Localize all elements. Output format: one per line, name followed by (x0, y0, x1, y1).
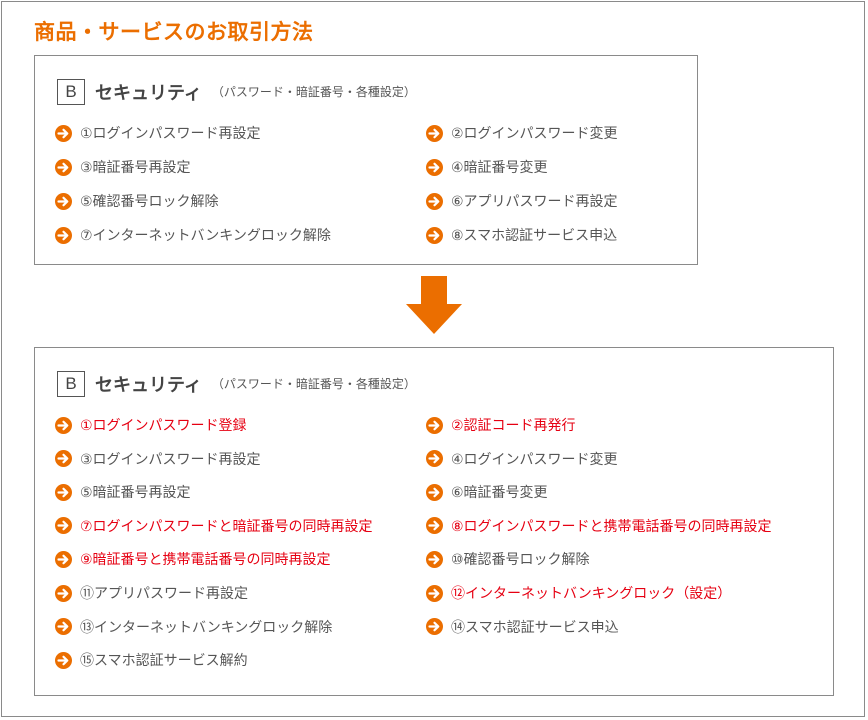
section-heading: セキュリティ (95, 374, 202, 396)
menu-item-label: ⑧ログインパスワードと携帯電話番号の同時再設定 (451, 518, 772, 535)
arrow-right-circle-icon (426, 618, 443, 636)
arrow-right-circle-icon (55, 584, 72, 602)
arrow-right-circle-icon (55, 416, 72, 434)
menu-item-label: ②ログインパスワード変更 (451, 126, 618, 142)
menu-item-link[interactable]: ⑦ログインパスワードと暗証番号の同時再設定 (55, 515, 373, 537)
section-heading: セキュリティ (95, 82, 202, 104)
menu-item-label: ⑦インターネットバンキングロック解除 (80, 228, 331, 244)
menu-item-link[interactable]: ①ログインパスワード再設定 (55, 122, 261, 144)
menu-item-label: ⑬インターネットバンキングロック解除 (80, 619, 333, 636)
arrow-right-circle-icon (55, 618, 72, 636)
arrow-right-circle-icon (55, 158, 72, 176)
menu-item-label: ⑭スマホ認証サービス申込 (451, 619, 619, 636)
menu-item-link[interactable]: ⑤暗証番号再設定 (55, 481, 191, 503)
menu-item-label: ①ログインパスワード登録 (80, 418, 247, 434)
arrow-right-circle-icon (55, 124, 72, 142)
menu-item-label: ⑤暗証番号再設定 (80, 485, 191, 502)
arrow-right-circle-icon (55, 517, 72, 535)
arrow-right-circle-icon (426, 124, 443, 142)
menu-item-link[interactable]: ⑥暗証番号変更 (426, 481, 548, 503)
menu-item-label: ⑥暗証番号変更 (451, 485, 548, 502)
menu-item-link[interactable]: ①ログインパスワード登録 (55, 414, 247, 436)
menu-item-label: ③ログインパスワード再設定 (80, 451, 261, 468)
arrow-right-circle-icon (55, 192, 72, 210)
menu-item-link[interactable]: ⑥アプリパスワード再設定 (426, 190, 618, 212)
security-panel-before: B セキュリティ （パスワード・暗証番号・各種設定） ①ログインパスワード再設定… (34, 55, 698, 265)
arrow-down-icon (406, 276, 462, 334)
menu-item-label: ④暗証番号変更 (451, 160, 548, 176)
menu-item-link[interactable]: ⑧ログインパスワードと携帯電話番号の同時再設定 (426, 515, 772, 537)
arrow-right-circle-icon (55, 450, 72, 468)
arrow-right-circle-icon (426, 483, 443, 501)
arrow-right-circle-icon (426, 517, 443, 535)
menu-item-link[interactable]: ⑫インターネットバンキングロック（設定） (426, 582, 731, 604)
menu-item-link[interactable]: ⑧スマホ認証サービス申込 (426, 224, 617, 246)
menu-item-label: ⑪アプリパスワード再設定 (80, 586, 248, 602)
menu-item-label: ⑥アプリパスワード再設定 (451, 194, 618, 210)
menu-item-link[interactable]: ②認証コード再発行 (426, 414, 576, 436)
menu-item-link[interactable]: ⑪アプリパスワード再設定 (55, 582, 248, 604)
menu-item-link[interactable]: ⑩確認番号ロック解除 (426, 548, 590, 570)
arrow-right-circle-icon (55, 483, 72, 501)
security-panel-after: B セキュリティ （パスワード・暗証番号・各種設定） ①ログインパスワード登録 ②… (34, 347, 834, 696)
panel-header: B セキュリティ （パスワード・暗証番号・各種設定） (57, 370, 416, 397)
arrow-right-circle-icon (426, 192, 443, 210)
arrow-right-circle-icon (55, 226, 72, 244)
arrow-right-circle-icon (426, 550, 443, 568)
menu-item-label: ⑮スマホ認証サービス解約 (80, 653, 248, 670)
menu-item-label: ②認証コード再発行 (451, 418, 576, 434)
menu-item-link[interactable]: ②ログインパスワード変更 (426, 122, 618, 144)
menu-item-label: ⑧スマホ認証サービス申込 (451, 228, 618, 244)
menu-item-link[interactable]: ⑮スマホ認証サービス解約 (55, 649, 248, 671)
panel-header: B セキュリティ （パスワード・暗証番号・各種設定） (57, 78, 416, 105)
menu-item-label: ⑦ログインパスワードと暗証番号の同時再設定 (80, 518, 373, 535)
menu-item-link[interactable]: ③暗証番号再設定 (55, 156, 191, 178)
menu-item-link[interactable]: ⑨暗証番号と携帯電話番号の同時再設定 (55, 548, 331, 570)
menu-item-link[interactable]: ④暗証番号変更 (426, 156, 548, 178)
section-badge: B (57, 370, 85, 397)
menu-item-link[interactable]: ⑭スマホ認証サービス申込 (426, 616, 619, 638)
menu-item-link[interactable]: ⑬インターネットバンキングロック解除 (55, 616, 332, 638)
arrow-right-circle-icon (426, 416, 443, 434)
menu-item-label: ⑤確認番号ロック解除 (80, 194, 219, 210)
arrow-right-circle-icon (426, 584, 443, 602)
menu-item-link[interactable]: ③ログインパスワード再設定 (55, 448, 261, 470)
menu-item-link[interactable]: ④ログインパスワード変更 (426, 448, 618, 470)
section-badge: B (57, 78, 85, 105)
menu-item-label: ③暗証番号再設定 (80, 160, 191, 176)
arrow-right-circle-icon (55, 550, 72, 568)
page-title: 商品・サービスのお取引方法 (34, 20, 314, 44)
menu-item-label: ⑩確認番号ロック解除 (451, 552, 590, 569)
arrow-right-circle-icon (55, 651, 72, 669)
menu-item-label: ⑨暗証番号と携帯電話番号の同時再設定 (80, 552, 331, 569)
arrow-right-circle-icon (426, 226, 443, 244)
section-subheading: （パスワード・暗証番号・各種設定） (211, 377, 416, 391)
arrow-right-circle-icon (426, 158, 443, 176)
section-subheading: （パスワード・暗証番号・各種設定） (211, 85, 416, 99)
menu-item-label: ⑫インターネットバンキングロック（設定） (451, 586, 732, 602)
menu-item-link[interactable]: ⑦インターネットバンキングロック解除 (55, 224, 331, 246)
menu-item-link[interactable]: ⑤確認番号ロック解除 (55, 190, 219, 212)
menu-item-label: ①ログインパスワード再設定 (80, 126, 261, 142)
arrow-right-circle-icon (426, 450, 443, 468)
menu-item-label: ④ログインパスワード変更 (451, 451, 618, 468)
